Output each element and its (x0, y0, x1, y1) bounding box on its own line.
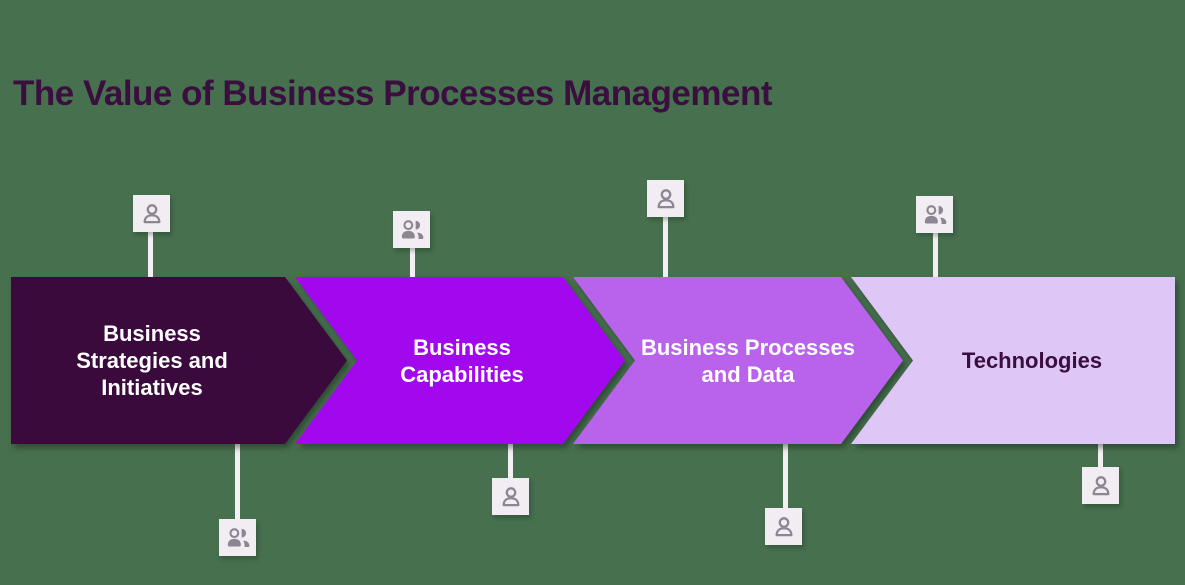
chevron-label-business-processes-data: Business Processes and Data (640, 335, 856, 387)
chevron-technologies (851, 277, 1175, 444)
person-icon (133, 195, 170, 232)
connector-line (1098, 443, 1103, 469)
connector-line (235, 443, 240, 521)
connector-line (663, 215, 668, 278)
person-icon (492, 478, 529, 515)
person-icon (1082, 467, 1119, 504)
connector-line (508, 443, 513, 480)
person-icon (647, 180, 684, 217)
chevron-label-business-capabilities: Business Capabilities (400, 335, 524, 387)
chevron-business-capabilities (295, 277, 625, 444)
connector-line (783, 443, 788, 510)
people-icon (916, 196, 953, 233)
chevron-business-strategies (11, 277, 347, 444)
chevron-label-business-strategies: Business Strategies and Initiatives (76, 321, 228, 400)
connector-line (933, 231, 938, 278)
people-icon (393, 211, 430, 248)
people-icon (219, 519, 256, 556)
connector-line (410, 246, 415, 278)
connector-line (148, 228, 153, 278)
page-title: The Value of Business Processes Manageme… (13, 74, 773, 113)
chevron-business-processes-data (573, 277, 903, 444)
person-icon (765, 508, 802, 545)
chevron-label-technologies: Technologies (961, 348, 1103, 373)
